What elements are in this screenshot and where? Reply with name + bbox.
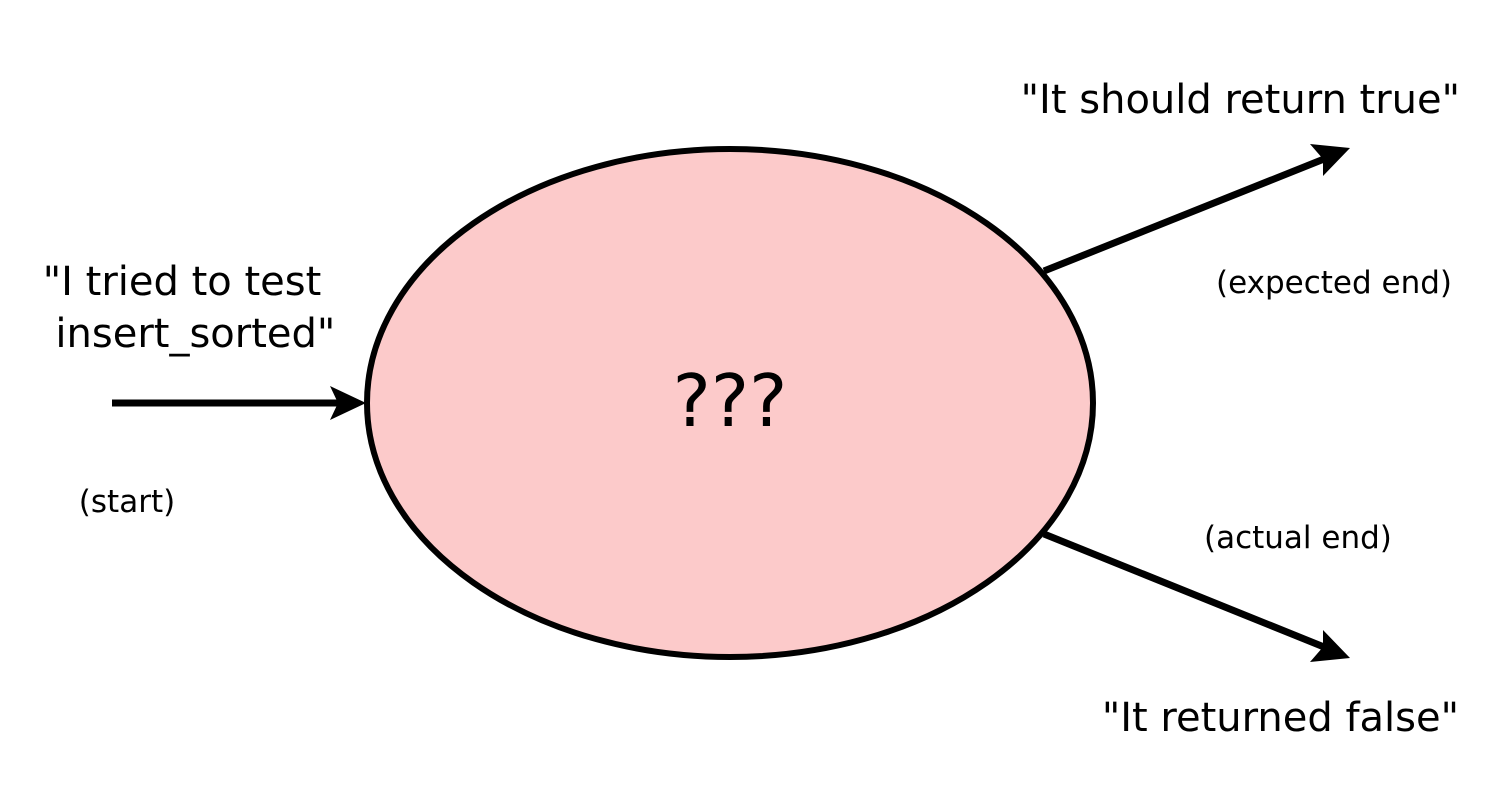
process-label: ??? bbox=[673, 359, 788, 443]
start-tag: (start) bbox=[79, 484, 175, 520]
actual-label: "It returned false" bbox=[1102, 695, 1459, 741]
actual-arrow bbox=[1042, 530, 1350, 662]
expected-label: "It should return true" bbox=[1021, 77, 1460, 123]
process-ellipse bbox=[364, 146, 1096, 660]
input-label-line1: "I tried to test bbox=[43, 259, 322, 305]
input-arrow bbox=[112, 386, 366, 420]
actual-tag: (actual end) bbox=[1204, 520, 1392, 556]
expected-arrow bbox=[1042, 144, 1350, 275]
input-label-line2: insert_sorted" bbox=[43, 311, 336, 357]
expected-tag: (expected end) bbox=[1216, 265, 1452, 301]
